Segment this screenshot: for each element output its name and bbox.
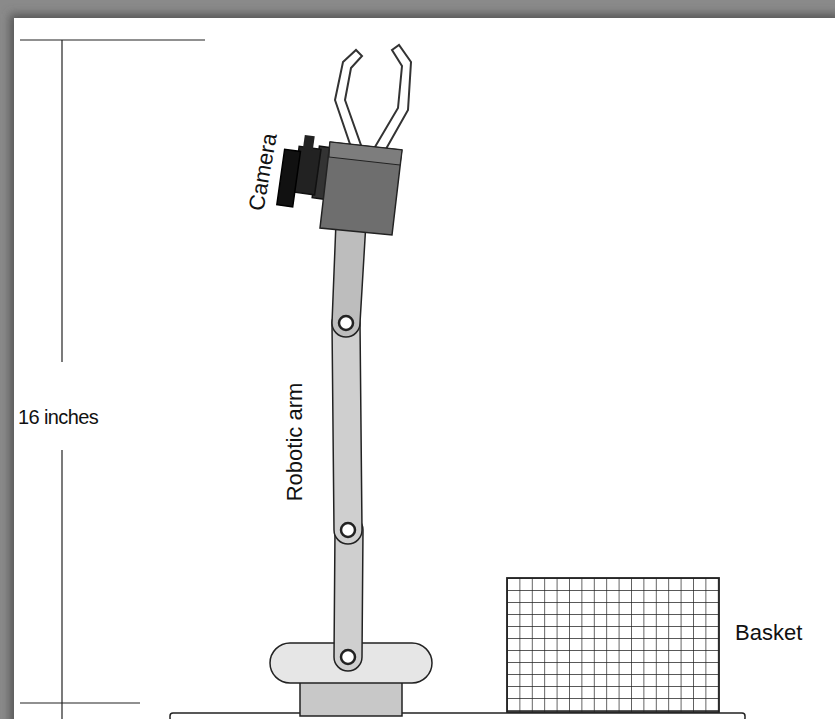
base-column — [300, 682, 402, 716]
part-label: Basket — [735, 622, 802, 644]
panel — [14, 18, 835, 719]
ground-plate — [170, 713, 745, 719]
arm-joint — [339, 316, 355, 664]
basket-mesh — [507, 578, 719, 712]
panel-shadow-blur — [10, 14, 835, 719]
gripper-claw — [335, 45, 411, 156]
part-label: Robotic arm — [284, 383, 306, 502]
gripper-housing — [320, 142, 402, 235]
arm-link — [332, 222, 366, 337]
dimension-line — [20, 40, 205, 719]
dimension-label: 16 inches — [18, 407, 98, 427]
basket — [507, 578, 719, 712]
gripper-housing — [329, 142, 402, 165]
arm-link — [332, 309, 362, 544]
